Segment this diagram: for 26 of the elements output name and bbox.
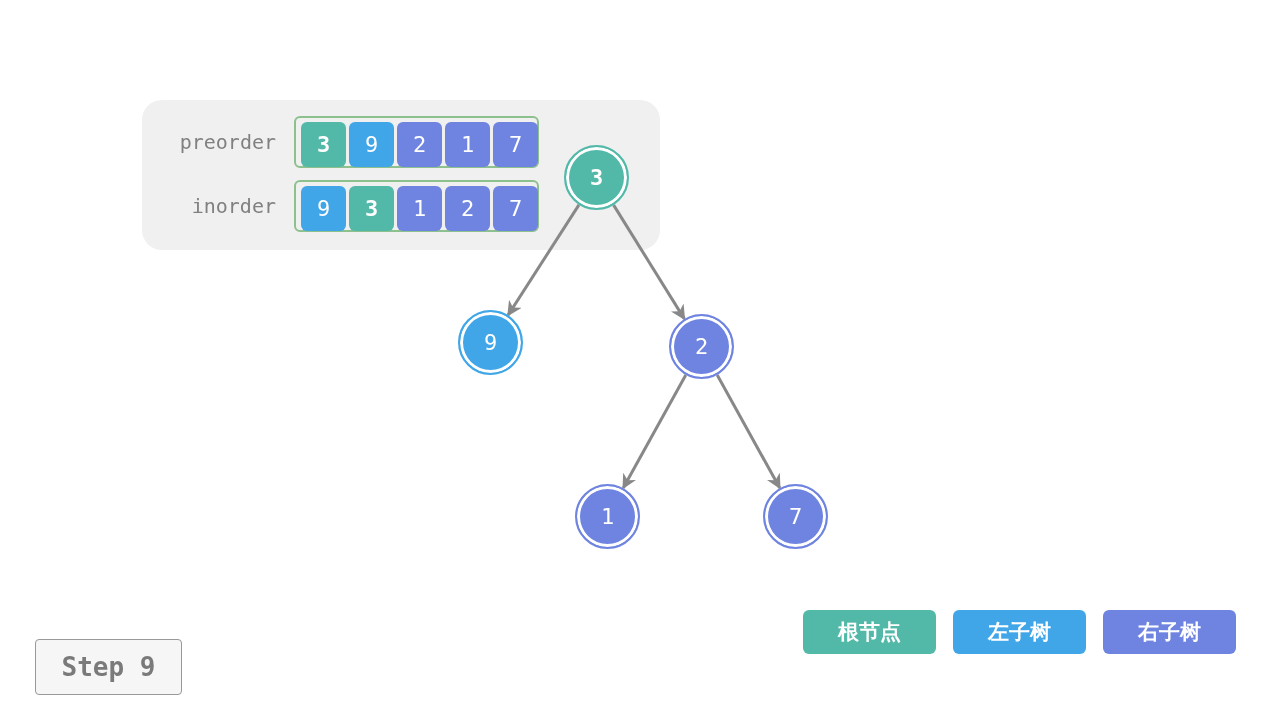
array-cell: 2 [397,122,442,167]
array-cell: 7 [493,186,538,231]
array-cell: 2 [445,186,490,231]
array-cell: 3 [349,186,394,231]
array-cell: 9 [349,122,394,167]
array-label: preorder [179,130,276,154]
array-cell: 1 [397,186,442,231]
tree-node-circle: 2 [669,314,734,379]
legend-item: 左子树 [953,610,1086,654]
tree-node-circle: 9 [458,310,523,375]
arrow [621,374,688,490]
array-label: inorder [191,194,276,218]
arrow [715,374,782,490]
step-box: Step 9 [35,639,182,695]
legend-item: 右子树 [1103,610,1236,654]
array-cell: 9 [301,186,346,231]
array-cell: 1 [445,122,490,167]
array-panel [142,100,660,250]
tree-node-circle: 1 [575,484,640,549]
arrow [506,204,581,317]
legend-item: 根节点 [803,610,936,654]
array-cell: 3 [301,122,346,167]
arrow [612,204,686,321]
tree-node-circle: 7 [763,484,828,549]
array-cell: 7 [493,122,538,167]
tree-node-circle: 3 [564,145,629,210]
